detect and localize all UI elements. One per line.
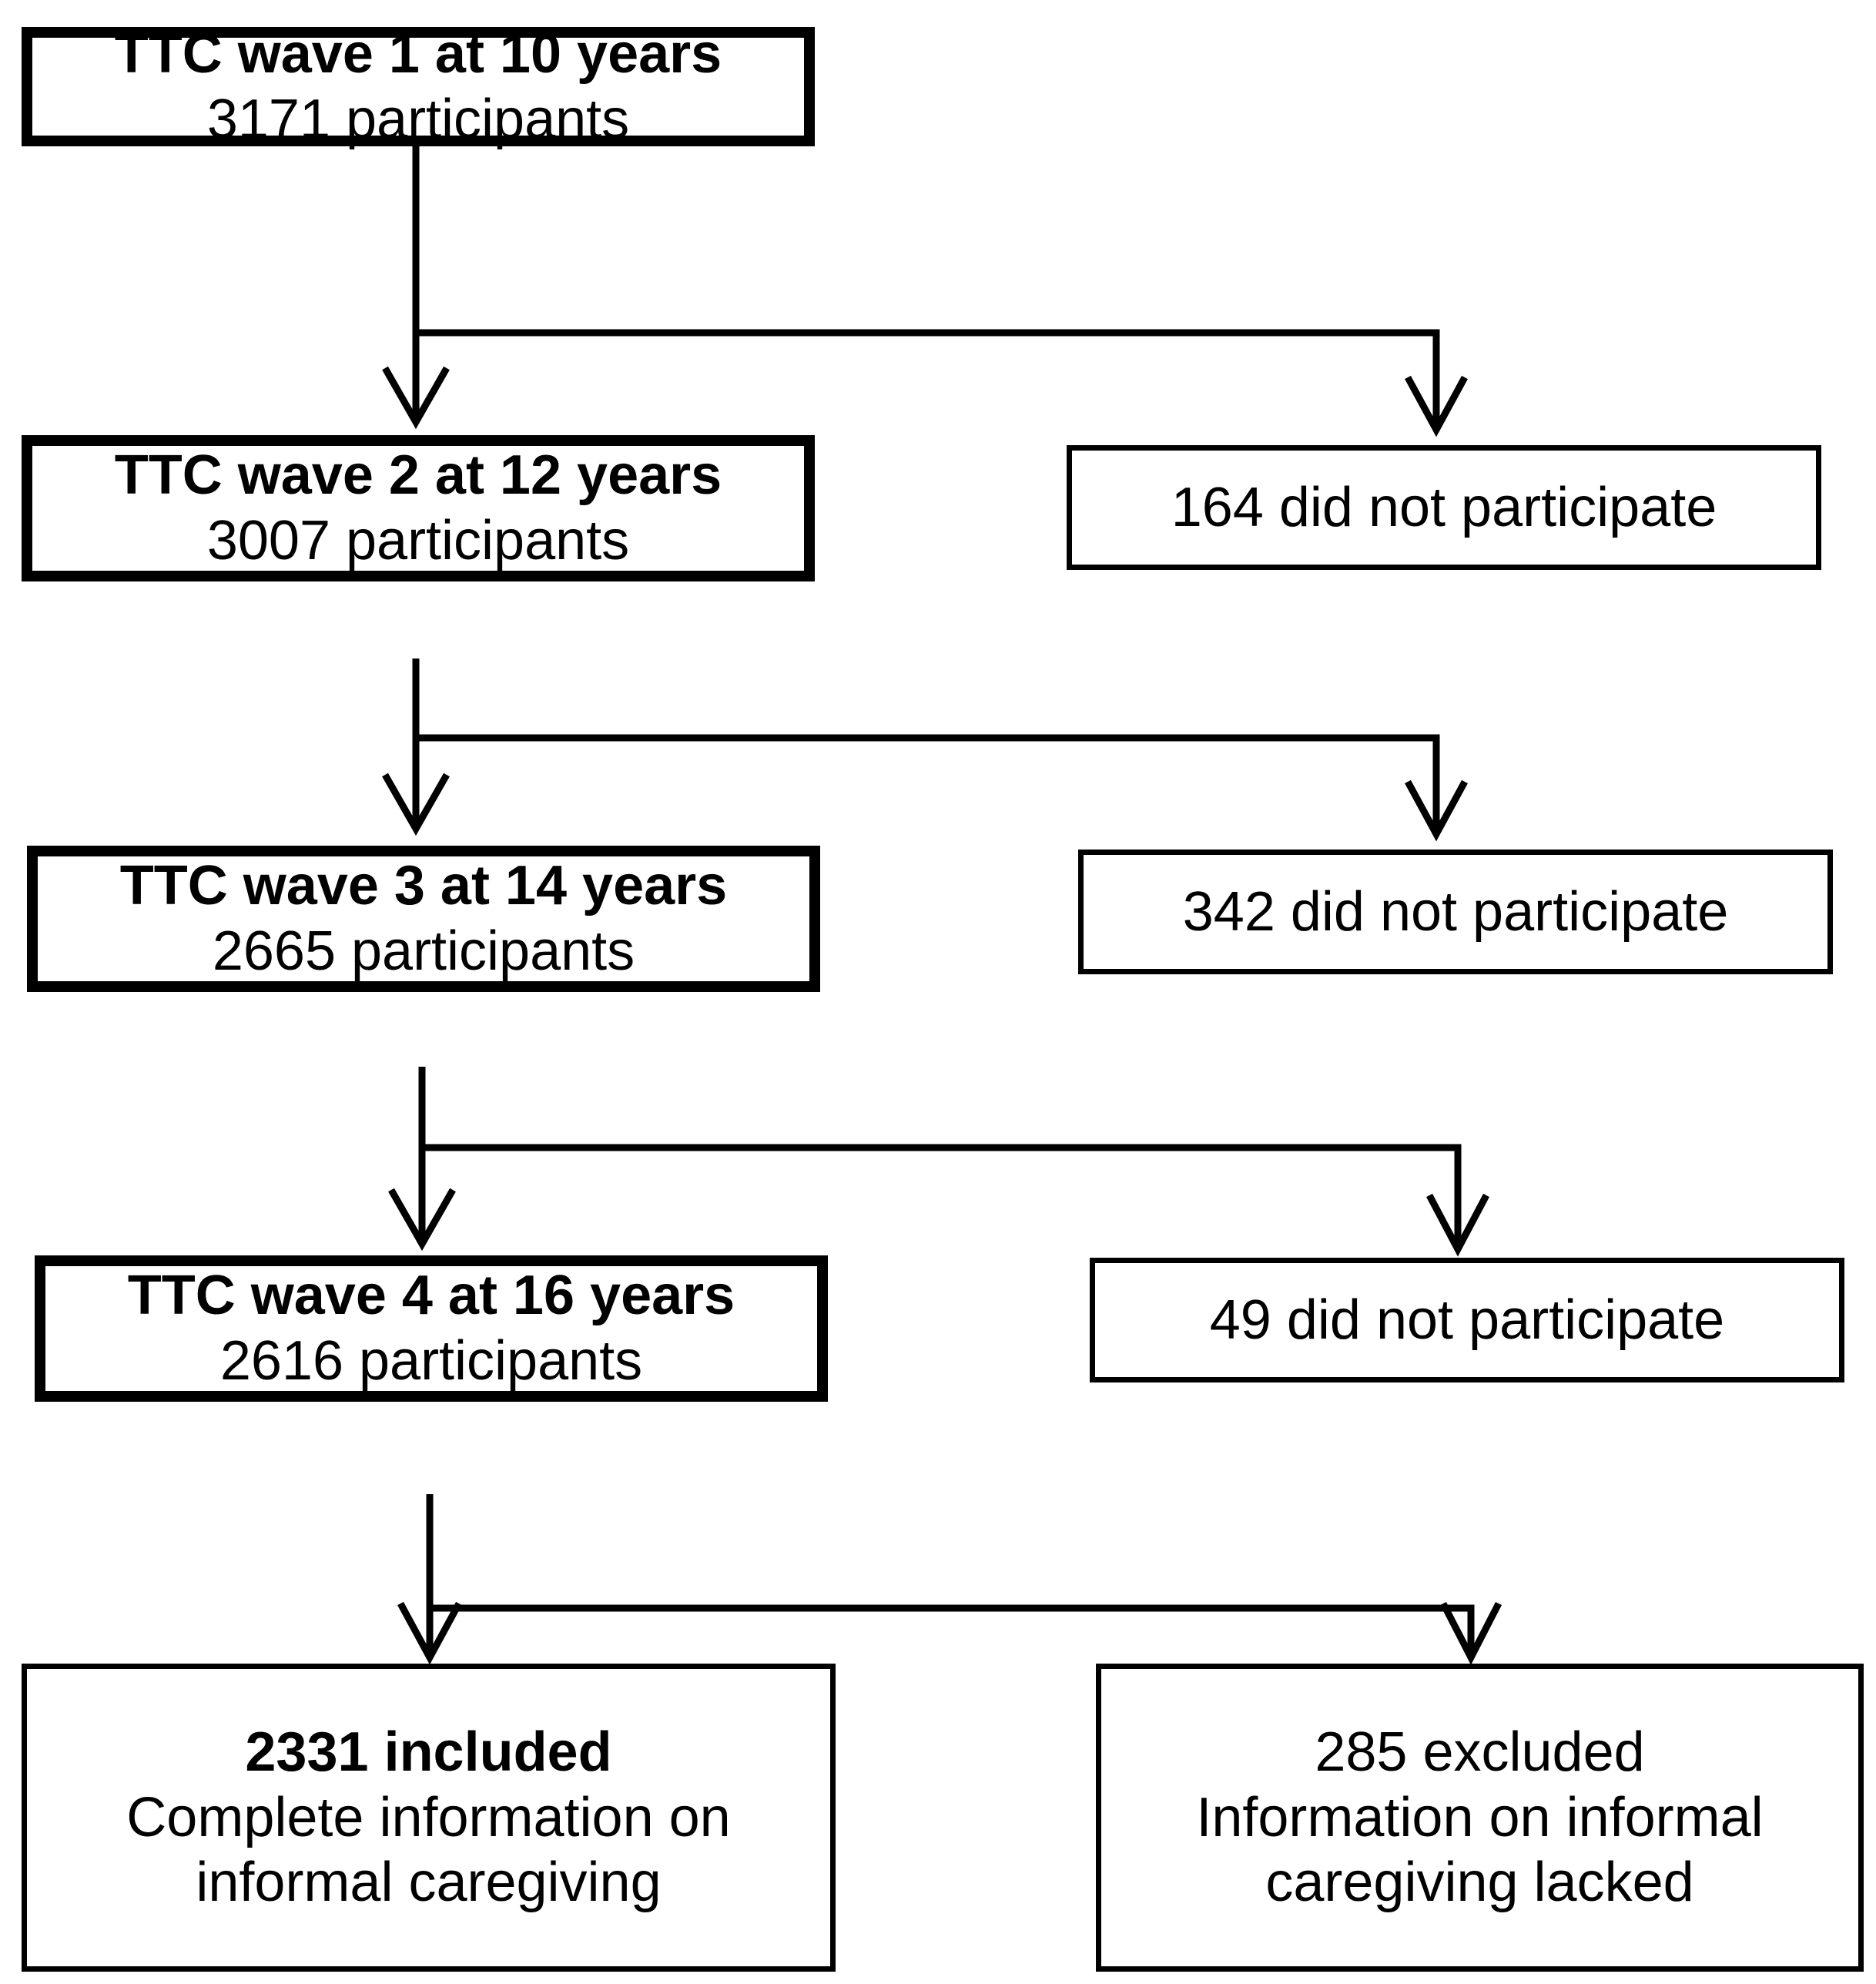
node-wave4-detail: 2616 participants xyxy=(219,1330,643,1392)
edge-wave2-to-wave3 xyxy=(382,659,450,836)
node-excluded: 285 excluded Information on informal car… xyxy=(1096,1664,1864,1972)
node-excluded-title: 285 excluded xyxy=(1315,1721,1645,1783)
edge-wave1-to-wave2 xyxy=(382,146,450,430)
node-wave4: TTC wave 4 at 16 years 2616 participants xyxy=(35,1255,828,1402)
node-wave3-detail: 2665 participants xyxy=(212,920,635,982)
edge-wave3-to-dropout3 xyxy=(422,1144,1489,1257)
edge-wave1-to-dropout1 xyxy=(416,329,1468,437)
node-dropout1: 164 did not participate xyxy=(1067,445,1821,570)
node-dropout2-text: 342 did not participate xyxy=(1182,880,1729,943)
node-wave2: TTC wave 2 at 12 years 3007 participants xyxy=(22,435,815,581)
node-included: 2331 included Complete information on in… xyxy=(22,1664,836,1972)
node-dropout2: 342 did not participate xyxy=(1078,850,1833,974)
node-dropout3-text: 49 did not participate xyxy=(1209,1289,1725,1351)
node-included-detail-line2: informal caregiving xyxy=(196,1852,662,1914)
node-wave1-title: TTC wave 1 at 10 years xyxy=(114,22,722,85)
node-dropout3: 49 did not participate xyxy=(1090,1258,1844,1382)
node-included-detail-line1: Complete information on xyxy=(126,1786,731,1848)
node-excluded-detail-line1: Information on informal xyxy=(1196,1786,1764,1848)
edge-wave3-to-wave4 xyxy=(388,1067,456,1252)
node-included-title: 2331 included xyxy=(245,1721,612,1783)
edge-wave4-to-included xyxy=(397,1494,462,1665)
node-wave3-title: TTC wave 3 at 14 years xyxy=(119,855,728,917)
edge-wave4-to-excluded xyxy=(430,1601,1502,1665)
node-wave2-title: TTC wave 2 at 12 years xyxy=(114,444,722,507)
node-dropout1-text: 164 did not participate xyxy=(1171,476,1717,538)
node-wave4-title: TTC wave 4 at 16 years xyxy=(127,1265,735,1327)
node-wave3: TTC wave 3 at 14 years 2665 participants xyxy=(27,846,820,992)
node-wave2-detail: 3007 participants xyxy=(206,510,630,571)
edge-wave2-to-dropout2 xyxy=(416,734,1468,842)
node-excluded-detail-line2: caregiving lacked xyxy=(1265,1852,1694,1914)
node-wave1-detail: 3171 participants xyxy=(206,88,630,150)
node-wave1: TTC wave 1 at 10 years 3171 participants xyxy=(22,23,815,150)
